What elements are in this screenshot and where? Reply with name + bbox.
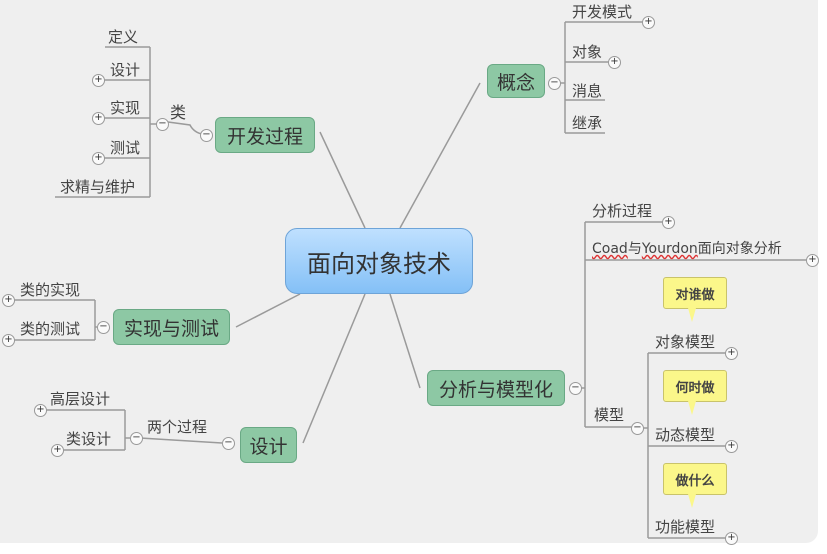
expand-icon[interactable]: +	[2, 334, 15, 347]
expand-icon[interactable]: +	[642, 16, 655, 29]
text-and: 与	[627, 241, 642, 257]
expand-icon[interactable]: +	[725, 347, 738, 360]
central-topic[interactable]: 面向对象技术	[285, 228, 473, 294]
callout-who: 对谁做	[663, 277, 727, 322]
callout-what: 做什么	[663, 463, 727, 508]
leaf-implement[interactable]: 实现	[110, 99, 141, 117]
leaf-test[interactable]: 测试	[110, 139, 141, 157]
topic-design[interactable]: 设计	[240, 427, 297, 463]
callout-when: 何时做	[663, 370, 727, 415]
leaf-class-design[interactable]: 类设计	[66, 430, 112, 448]
leaf-design[interactable]: 设计	[110, 61, 141, 79]
sub-class[interactable]: 类	[170, 103, 187, 122]
expand-icon[interactable]: +	[92, 112, 105, 125]
topic-analysis[interactable]: 分析与模型化	[427, 370, 565, 406]
leaf-analysis-process[interactable]: 分析过程	[592, 202, 653, 220]
leaf-class-test[interactable]: 类的测试	[20, 320, 81, 338]
mindmap-canvas: 面向对象技术 开发过程 − 类 − 定义 设计 + 实现 + 测试 + 求精与维…	[0, 0, 819, 545]
leaf-coad-yourdon[interactable]: Coad与Yourdon面向对象分析	[592, 238, 782, 258]
text-oo-analysis: 面向对象分析	[697, 241, 782, 257]
text-coad: Coad	[592, 241, 628, 257]
collapse-icon[interactable]: −	[97, 321, 110, 334]
expand-icon[interactable]: +	[92, 152, 105, 165]
topic-dev-process[interactable]: 开发过程	[215, 117, 315, 153]
leaf-class-impl[interactable]: 类的实现	[20, 281, 81, 299]
expand-icon[interactable]: +	[92, 74, 105, 87]
collapse-icon[interactable]: −	[156, 118, 169, 131]
topic-concept[interactable]: 概念	[487, 64, 545, 98]
leaf-function-model[interactable]: 功能模型	[655, 518, 716, 536]
text-yourdon: Yourdon	[641, 241, 698, 257]
leaf-high-design[interactable]: 高层设计	[50, 390, 111, 408]
expand-icon[interactable]: +	[806, 254, 819, 267]
collapse-icon[interactable]: −	[569, 382, 582, 395]
leaf-inherit[interactable]: 继承	[572, 114, 603, 132]
leaf-dev-mode[interactable]: 开发模式	[572, 3, 633, 21]
expand-icon[interactable]: +	[725, 532, 738, 545]
collapse-icon[interactable]: −	[130, 432, 143, 445]
leaf-object-model[interactable]: 对象模型	[655, 333, 716, 351]
collapse-icon[interactable]: −	[222, 437, 235, 450]
sub-two-process[interactable]: 两个过程	[147, 418, 208, 436]
leaf-refine[interactable]: 求精与维护	[60, 178, 136, 196]
expand-icon[interactable]: +	[608, 56, 621, 69]
expand-icon[interactable]: +	[725, 440, 738, 453]
expand-icon[interactable]: +	[662, 216, 675, 229]
expand-icon[interactable]: +	[2, 294, 15, 307]
leaf-object[interactable]: 对象	[572, 43, 603, 61]
leaf-message[interactable]: 消息	[572, 82, 603, 100]
expand-icon[interactable]: +	[51, 444, 64, 457]
expand-icon[interactable]: +	[34, 404, 47, 417]
collapse-icon[interactable]: −	[548, 77, 561, 90]
collapse-icon[interactable]: −	[200, 129, 213, 142]
topic-impl-test[interactable]: 实现与测试	[113, 309, 230, 345]
leaf-definition[interactable]: 定义	[108, 28, 139, 46]
sub-model[interactable]: 模型	[594, 406, 625, 424]
collapse-icon[interactable]: −	[631, 422, 644, 435]
leaf-dynamic-model[interactable]: 动态模型	[655, 426, 716, 444]
